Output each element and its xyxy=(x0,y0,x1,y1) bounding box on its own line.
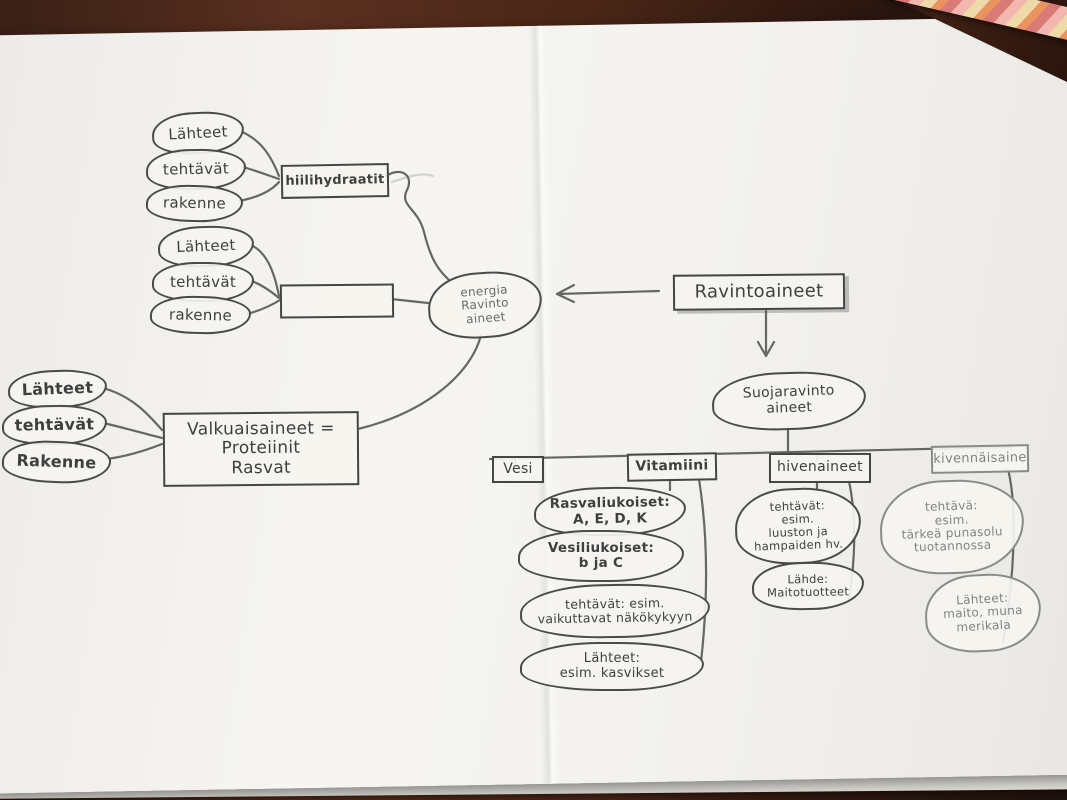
node-hivenaineet-box: hivenaineet xyxy=(769,453,871,483)
node-label: Vesiliukoiset: b ja C xyxy=(547,539,655,571)
node-label: hiilihydraatit xyxy=(285,171,385,189)
node-label: tehtävät: esim. vaikuttavat näkökykyyn xyxy=(537,595,693,627)
node-label: Lähteet xyxy=(167,122,229,144)
node-label: energia Ravinto aineet xyxy=(459,282,510,327)
node-label: Rasvaliukoiset: A, E, D, K xyxy=(549,494,671,528)
node-vesi-box: Vesi xyxy=(492,456,544,483)
node-label: Ravintoaineet xyxy=(694,280,824,303)
node-label: Rakenne xyxy=(16,450,97,473)
node-label: tehtävä: esim. tärkeä punasolu tuotannos… xyxy=(901,498,1004,555)
node-label: Lähde: Maitotuotteet xyxy=(766,571,850,600)
node-label: Lähteet: maito, muna merikala xyxy=(942,590,1024,635)
node-label: Lähteet xyxy=(175,236,236,257)
node-label: Suojaravinto aineet xyxy=(742,382,835,417)
node-label: kivennäisaine xyxy=(933,449,1027,467)
node-label: tehtävät xyxy=(169,272,237,291)
node-empty-box xyxy=(279,283,395,319)
node-label: rakenne xyxy=(162,193,227,213)
node-a-rakenne: rakenne xyxy=(145,184,244,223)
node-label: Vitamiini xyxy=(635,457,709,475)
node-kivennaisaine-box: kivennäisaine xyxy=(930,444,1030,474)
node-label: rakenne xyxy=(168,305,233,325)
node-label: Vesi xyxy=(503,460,533,477)
node-valkuaisaineet-box: Valkuaisaineet = Proteiinit Rasvat xyxy=(162,411,360,487)
node-vitamiini-box: Vitamiini xyxy=(626,452,718,482)
node-label: hivenaineet xyxy=(777,459,863,476)
node-label: Lähteet xyxy=(21,377,94,400)
node-label: Lähteet: esim. kasvikset xyxy=(559,650,665,681)
node-b-rakenne: rakenne xyxy=(149,295,252,335)
node-vitamiini-lahteet: Lähteet: esim. kasvikset xyxy=(520,642,704,691)
node-label: tehtävät: esim. luuston ja hampaiden hv. xyxy=(753,498,844,554)
node-label: Valkuaisaineet = Proteiinit Rasvat xyxy=(186,418,335,478)
node-label: tehtävät xyxy=(162,159,230,179)
node-hiilihydraatit-box: hiilihydraatit xyxy=(280,163,390,199)
node-ravintoaineet-root: Ravintoaineet xyxy=(672,273,846,311)
node-vitamiini-vesiliukoiset: Vesiliukoiset: b ja C xyxy=(518,530,684,582)
node-label: tehtävät xyxy=(14,414,95,435)
